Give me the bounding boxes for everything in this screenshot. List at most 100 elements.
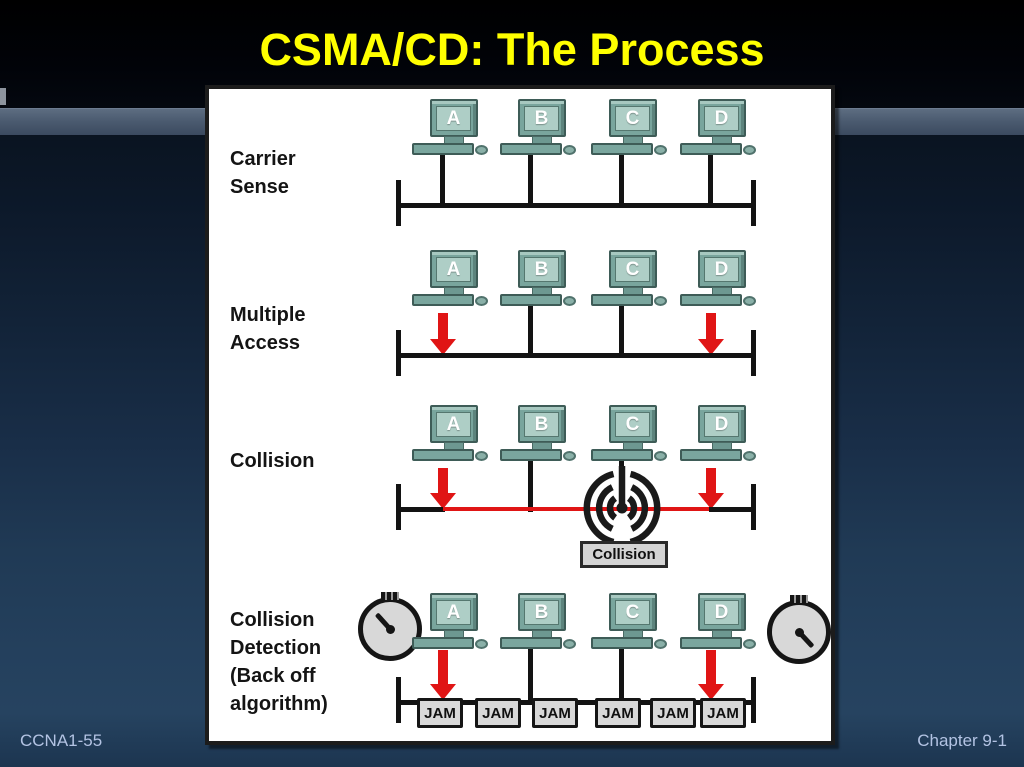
computer-c-row3: C [591, 405, 667, 463]
monitor: B [518, 250, 566, 288]
bus-endcap-right-row4 [751, 677, 756, 723]
computer-base [412, 449, 474, 461]
monitor: C [609, 99, 657, 137]
row-label-multiple-access: Multiple Access [230, 304, 306, 354]
monitor: A [430, 405, 478, 443]
computer-d-row3: D [680, 405, 756, 463]
drop-line-b-row4 [528, 649, 533, 703]
screen-letter: D [714, 107, 729, 129]
bus-endcap-left-row3 [396, 484, 401, 530]
drop-line-b-row2 [528, 306, 533, 358]
computer-b-row3: B [500, 405, 576, 463]
mouse-icon [563, 296, 576, 306]
footer-chapter: Chapter 9-1 [917, 731, 1007, 750]
computer-base [680, 294, 742, 306]
computer-a-row3: A [412, 405, 488, 463]
row-label-carrier-sense: Carrier Sense [230, 148, 296, 198]
drop-line-c-row2 [619, 306, 624, 358]
computer-base [591, 143, 653, 155]
monitor: A [430, 99, 478, 137]
monitor: B [518, 405, 566, 443]
computer-base [412, 637, 474, 649]
screen-letter: C [625, 107, 640, 129]
collision-burst-icon [583, 466, 661, 546]
computer-d-row4: D [680, 593, 756, 651]
collision-signal-line [443, 507, 711, 511]
drop-line-c-row4 [619, 649, 624, 703]
computer-base [680, 637, 742, 649]
mouse-icon [743, 296, 756, 306]
mouse-icon [743, 145, 756, 155]
monitor: D [698, 250, 746, 288]
mouse-icon [475, 296, 488, 306]
row-label-collision-detection: Collision Detection (Back off algorithm) [230, 609, 328, 715]
screen-letter: D [714, 258, 729, 280]
monitor: D [698, 405, 746, 443]
screen-letter: C [625, 601, 640, 623]
screen-letter: A [446, 107, 461, 129]
transmit-arrow-d-row4 [698, 650, 724, 700]
stopwatch-pin [385, 624, 395, 634]
stopwatch-crown [790, 595, 808, 603]
monitor: B [518, 593, 566, 631]
monitor: C [609, 405, 657, 443]
computer-base [412, 143, 474, 155]
computer-c-row2: C [591, 250, 667, 308]
bus-line-row2 [399, 353, 753, 358]
bus-endcap-right-row3 [751, 484, 756, 530]
bus-endcap-left-row2 [396, 330, 401, 376]
jam-box-1: JAM [417, 698, 463, 728]
bus-endcap-right-row2 [751, 330, 756, 376]
monitor: D [698, 593, 746, 631]
computer-a-row2: A [412, 250, 488, 308]
mouse-icon [563, 145, 576, 155]
stopwatch-pin [794, 627, 804, 637]
monitor: A [430, 250, 478, 288]
bus-endcap-left-row4 [396, 677, 401, 723]
computer-base [500, 143, 562, 155]
mouse-icon [475, 451, 488, 461]
jam-box-4: JAM [595, 698, 641, 728]
transmit-arrow-d-row2 [698, 313, 724, 355]
mouse-icon [475, 145, 488, 155]
computer-a-row1: A [412, 99, 488, 157]
computer-c-row1: C [591, 99, 667, 157]
mouse-icon [475, 639, 488, 649]
bus-line-left-row3 [399, 507, 445, 512]
jam-box-6: JAM [700, 698, 746, 728]
drop-line-d-row1 [708, 155, 713, 207]
screen-letter: A [446, 413, 461, 435]
bus-endcap-right-row1 [751, 180, 756, 226]
diagram-panel: Carrier Sense A B C D Multiple Access A … [205, 85, 835, 745]
mouse-icon [654, 451, 667, 461]
slide-title: CSMA/CD: The Process [259, 24, 765, 75]
computer-b-row1: B [500, 99, 576, 157]
computer-d-row1: D [680, 99, 756, 157]
computer-base [680, 449, 742, 461]
drop-line-b-row3 [528, 461, 533, 512]
jam-box-3: JAM [532, 698, 578, 728]
stopwatch-crown [381, 592, 399, 600]
transmit-arrow-a-row4 [430, 650, 456, 700]
computer-base [680, 143, 742, 155]
computer-d-row2: D [680, 250, 756, 308]
computer-c-row4: C [591, 593, 667, 651]
jam-box-2: JAM [475, 698, 521, 728]
computer-base [591, 449, 653, 461]
transmit-arrow-a-row2 [430, 313, 456, 355]
computer-base [500, 449, 562, 461]
computer-base [500, 637, 562, 649]
computer-b-row4: B [500, 593, 576, 651]
computer-base [591, 637, 653, 649]
screen-letter: B [534, 107, 549, 129]
mouse-icon [743, 639, 756, 649]
transmit-arrow-a-row3 [430, 468, 456, 509]
computer-base [500, 294, 562, 306]
drop-line-c-row1 [619, 155, 624, 207]
collision-badge: Collision [580, 541, 668, 568]
monitor: A [430, 593, 478, 631]
drop-line-a-row1 [440, 155, 445, 207]
transmit-arrow-d-row3 [698, 468, 724, 509]
screen-letter: A [446, 258, 461, 280]
monitor: C [609, 250, 657, 288]
